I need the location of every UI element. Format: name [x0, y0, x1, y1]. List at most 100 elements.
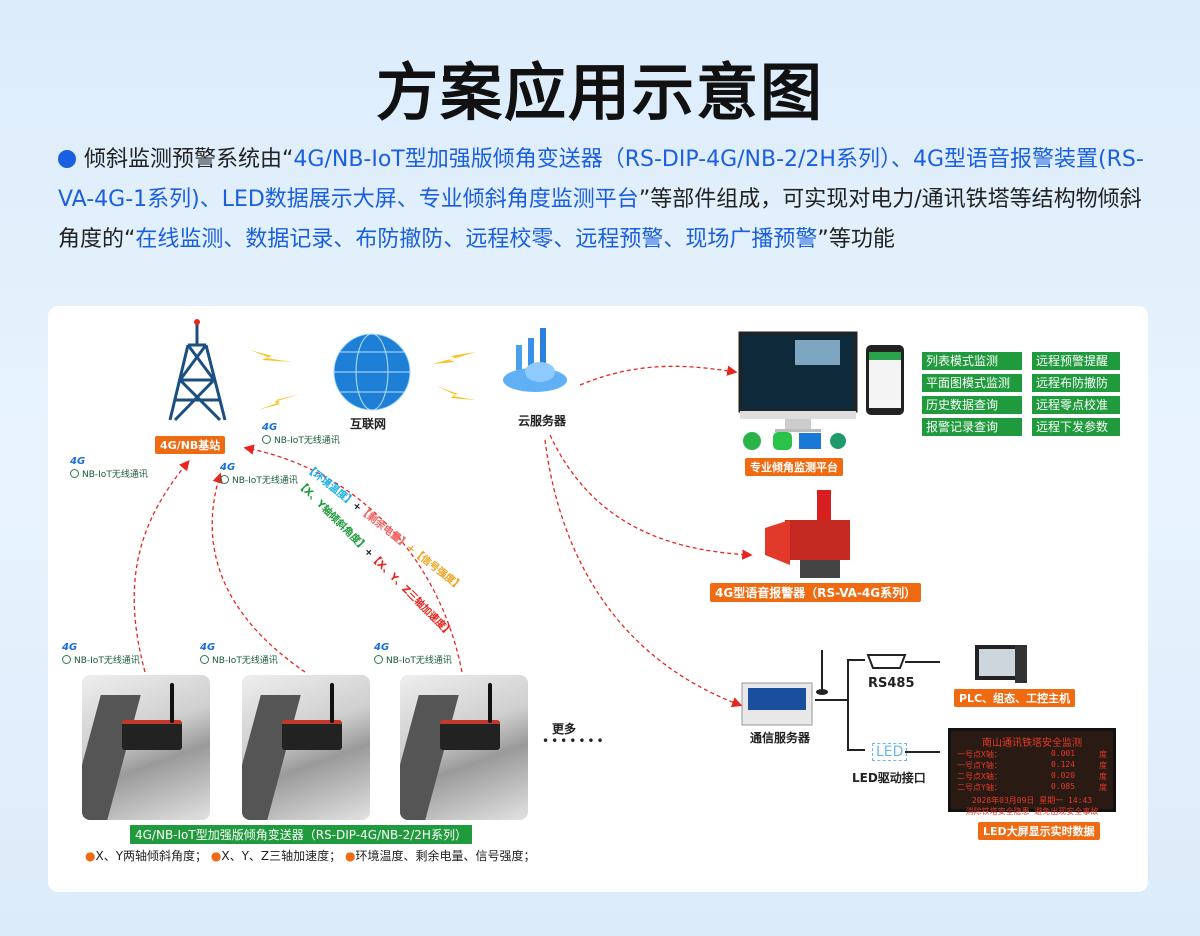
internet-label: 互联网 [350, 417, 387, 431]
globe-small-icon [220, 475, 229, 484]
base-station-label: 4G/NB基站 [155, 436, 226, 454]
led-cell: 0.124 [1050, 760, 1076, 769]
feature-bullet: X、Y两轴倾斜角度； [95, 849, 208, 863]
voice-alarm-icon [765, 490, 850, 578]
led-cell: 二号点Y轴： [957, 783, 1002, 792]
feature-tag: 列表模式监测 [922, 352, 1022, 370]
sensor-image [242, 675, 370, 820]
intro-text: 倾斜监测预警系统由“ [84, 147, 294, 172]
email-icon [799, 433, 821, 449]
lightning-icons [250, 350, 476, 410]
4g-icon: 4G [220, 462, 236, 473]
message-icon [773, 432, 792, 450]
feature-tag: 历史数据查询 [922, 396, 1022, 414]
4g-icon: 4G [374, 642, 390, 653]
intro-paragraph: 倾斜监测预警系统由“4G/NB-IoT型加强版倾角变送器（RS-DIP-4G/N… [58, 140, 1148, 260]
net-label-group: 4G NB-IoT无线通讯 [220, 462, 298, 486]
4g-icon: 4G [200, 642, 216, 653]
led-slogan: 消除铁塔安全隐患 避免出现安全事故 [965, 807, 1099, 816]
4g-icon: 4G [62, 642, 78, 653]
net-label: NB-IoT无线通讯 [274, 436, 340, 446]
led-title: 南山通讯铁塔安全监测 [982, 738, 1082, 749]
alarm-label: 4G型语音报警器（RS-VA-4G系列） [710, 583, 922, 602]
led-cell: 度 [1099, 750, 1107, 759]
intro-functions: 在线监测、数据记录、布防撤防、远程校零、远程预警、现场广播预警 [135, 227, 818, 252]
arrow-sensor2-base [211, 472, 306, 673]
feature-tag: 远程预警提醒 [1032, 352, 1120, 370]
plc-monitor-icon [975, 645, 1027, 683]
globe-small-icon [262, 435, 271, 444]
feature-tag: 远程零点校准 [1032, 396, 1120, 414]
communication-server-icon [741, 650, 828, 726]
intro-text: ”等部件组成，可实现对电力/通讯铁塔等结构物倾斜角度的“ [58, 187, 1142, 252]
net-label: NB-IoT无线通讯 [82, 470, 148, 480]
net-label: NB-IoT无线通讯 [386, 656, 452, 666]
feature-tag: 报警记录查询 [922, 418, 1022, 436]
monitor-icon [738, 331, 858, 432]
net-label-group: 4G NB-IoT无线通讯 [374, 642, 452, 666]
sensor-image [400, 675, 528, 820]
rs485-port-icon [866, 654, 907, 669]
arrow-cloud-server [544, 439, 743, 708]
net-label-group: 4G NB-IoT无线通讯 [62, 642, 140, 666]
globe-small-icon [70, 469, 79, 478]
sensor-image [82, 675, 210, 820]
net-label: NB-IoT无线通讯 [212, 656, 278, 666]
net-label-group: 4G NB-IoT无线通讯 [200, 642, 278, 666]
comm-server-label: 通信服务器 [750, 731, 811, 745]
intro-components: 4G/NB-IoT型加强版倾角变送器（RS-DIP-4G/NB-2/2H系列）、… [58, 147, 1144, 212]
led-cell: 一号点X轴： [957, 750, 1002, 759]
net-label-group: 4G NB-IoT无线通讯 [70, 456, 148, 480]
led-cell: 度 [1099, 772, 1107, 781]
feature-tag: 远程下发参数 [1032, 418, 1120, 436]
page-title: 方案应用示意图 [375, 56, 824, 129]
wire-server [815, 659, 865, 751]
arrow-sensor1-base [133, 459, 190, 673]
cloud-server-icon [503, 328, 567, 392]
led-date: 2028年03月09日 星期一 14:43 [971, 796, 1093, 805]
wechat-icon [743, 432, 761, 450]
more-dots: ••••••• [542, 734, 606, 748]
globe-small-icon [200, 655, 209, 664]
globe-small-icon [62, 655, 71, 664]
arrow-cloud-alarm [549, 434, 753, 560]
intro-text: ”等功能 [817, 227, 895, 252]
phone-call-icon [830, 433, 846, 449]
feature-tag: 远程布防撤防 [1032, 374, 1120, 392]
feature-tag: 平面图模式监测 [922, 374, 1022, 392]
net-label-group: 4G NB-IoT无线通讯 [262, 422, 340, 446]
net-label: NB-IoT无线通讯 [74, 656, 140, 666]
led-cell: 二号点X轴： [957, 772, 1002, 781]
arrow-cloud-platform [579, 365, 738, 386]
led-cell: 0.020 [1050, 771, 1076, 780]
tower-icon [168, 319, 227, 422]
led-cell: 度 [1099, 783, 1107, 792]
phone-icon [866, 345, 904, 415]
arrow-sensor3-base [243, 444, 463, 673]
led-cell: 0.085 [1050, 782, 1076, 791]
led-row: 二号点Y轴： 0.085 度 [957, 782, 1107, 793]
led-driver-label: LED驱动接口 [852, 771, 926, 785]
feature-bullet: 环境温度、剩余电量、信号强度； [355, 849, 536, 863]
led-cell: 一号点Y轴： [957, 761, 1002, 770]
led-row: 二号点X轴： 0.020 度 [957, 771, 1107, 782]
platform-features: 列表模式监测 远程预警提醒 平面图模式监测 远程布防撤防 历史数据查询 远程零点… [922, 352, 1120, 436]
led-cell: 0.001 [1050, 749, 1076, 758]
4g-icon: 4G [262, 422, 278, 433]
rs485-label: RS485 [868, 676, 915, 691]
sensor-features: ●X、Y两轴倾斜角度； ●X、Y、Z三轴加速度； ●环境温度、剩余电量、信号强度… [85, 849, 536, 863]
bullet-icon [58, 150, 76, 168]
led-icon: LED [872, 743, 908, 761]
net-label: NB-IoT无线通讯 [232, 476, 298, 486]
globe-small-icon [374, 655, 383, 664]
cloud-label: 云服务器 [518, 414, 567, 428]
globe-icon [333, 333, 411, 411]
platform-label: 专业倾角监测平台 [745, 458, 843, 476]
4g-icon: 4G [70, 456, 86, 467]
plc-label: PLC、组态、工控主机 [954, 689, 1076, 707]
feature-bullet: X、Y、Z三轴加速度； [221, 849, 342, 863]
